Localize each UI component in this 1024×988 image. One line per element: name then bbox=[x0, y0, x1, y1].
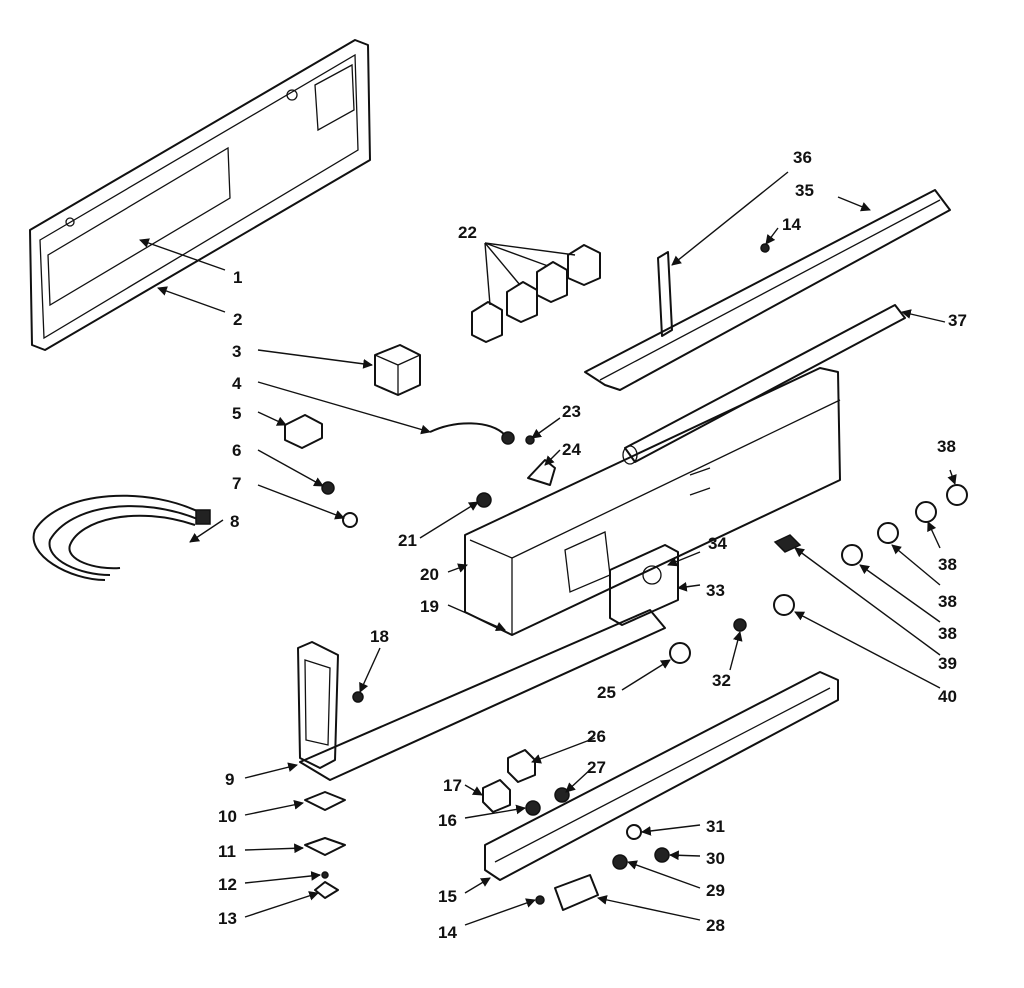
back-panel bbox=[29, 39, 371, 351]
switch-cluster bbox=[471, 244, 601, 343]
label-10: 10 bbox=[218, 807, 237, 826]
label-11: 11 bbox=[218, 842, 236, 861]
switch-block bbox=[609, 544, 679, 626]
label-4: 4 bbox=[232, 374, 242, 393]
part-12 bbox=[321, 871, 329, 879]
label-30: 30 bbox=[706, 849, 725, 868]
label-22: 22 bbox=[458, 223, 477, 242]
label-28: 28 bbox=[706, 916, 725, 935]
screw-14a bbox=[760, 243, 770, 253]
label-9: 9 bbox=[225, 770, 234, 789]
label-20: 20 bbox=[420, 565, 439, 584]
knob-40 bbox=[773, 594, 795, 616]
label-14a: 14 bbox=[782, 215, 801, 234]
switch-17 bbox=[482, 779, 511, 813]
label-38c: 38 bbox=[938, 592, 957, 611]
label-23: 23 bbox=[562, 402, 581, 421]
label-5: 5 bbox=[232, 404, 241, 423]
switch bbox=[284, 414, 323, 449]
terminal-block-28 bbox=[554, 874, 599, 911]
wire-lead bbox=[429, 422, 506, 436]
knob-38c bbox=[877, 522, 899, 544]
bushing-29 bbox=[612, 854, 628, 870]
label-13: 13 bbox=[218, 909, 237, 928]
label-2: 2 bbox=[233, 310, 242, 329]
screw-14b bbox=[535, 895, 545, 905]
nut-32 bbox=[733, 618, 747, 632]
label-38b: 38 bbox=[938, 555, 957, 574]
knob-38b bbox=[915, 501, 937, 523]
wire-terminal bbox=[501, 431, 515, 445]
label-39: 39 bbox=[938, 654, 957, 673]
label-24: 24 bbox=[562, 440, 581, 459]
label-31: 31 bbox=[706, 817, 725, 836]
knob-38d bbox=[841, 544, 863, 566]
label-38a: 38 bbox=[937, 437, 956, 456]
leader-lines bbox=[139, 171, 957, 926]
bushing-7 bbox=[342, 512, 358, 528]
nut-6 bbox=[321, 481, 335, 495]
knob-25 bbox=[669, 642, 691, 664]
label-33: 33 bbox=[706, 581, 725, 600]
label-1: 1 bbox=[233, 268, 242, 287]
clip-13 bbox=[314, 881, 339, 899]
washer-31 bbox=[626, 824, 642, 840]
knob-21 bbox=[476, 492, 492, 508]
lower-rail bbox=[484, 671, 839, 881]
label-7: 7 bbox=[232, 474, 241, 493]
label-35: 35 bbox=[795, 181, 814, 200]
bushing-27 bbox=[554, 787, 570, 803]
label-27: 27 bbox=[587, 758, 606, 777]
label-3: 3 bbox=[232, 342, 241, 361]
screw-18 bbox=[352, 691, 364, 703]
upper-trim bbox=[584, 189, 951, 391]
clip-39 bbox=[773, 534, 802, 553]
label-34: 34 bbox=[708, 534, 727, 553]
label-38d: 38 bbox=[938, 624, 957, 643]
nut-30 bbox=[654, 847, 670, 863]
switch-26 bbox=[507, 749, 536, 783]
clip-24 bbox=[527, 459, 556, 486]
plate-11 bbox=[304, 837, 346, 856]
label-15: 15 bbox=[438, 887, 457, 906]
label-25: 25 bbox=[597, 683, 616, 702]
label-36: 36 bbox=[793, 148, 812, 167]
label-32: 32 bbox=[712, 671, 731, 690]
label-18: 18 bbox=[370, 627, 389, 646]
relay bbox=[374, 344, 421, 396]
post-36 bbox=[657, 251, 673, 337]
label-6: 6 bbox=[232, 441, 241, 460]
label-26: 26 bbox=[587, 727, 606, 746]
label-14b: 14 bbox=[438, 923, 457, 942]
nut-16 bbox=[525, 800, 541, 816]
label-21: 21 bbox=[398, 531, 417, 550]
label-40: 40 bbox=[938, 687, 957, 706]
label-8: 8 bbox=[230, 512, 239, 531]
label-37: 37 bbox=[948, 311, 967, 330]
label-16: 16 bbox=[438, 811, 457, 830]
label-17: 17 bbox=[443, 776, 462, 795]
label-29: 29 bbox=[706, 881, 725, 900]
plate-10 bbox=[304, 791, 346, 811]
knob-38a bbox=[946, 484, 968, 506]
label-12: 12 bbox=[218, 875, 237, 894]
base-channel bbox=[299, 609, 666, 781]
callout-labels: 1 2 3 4 5 6 7 8 9 10 11 12 13 14 15 16 1… bbox=[218, 148, 967, 942]
wire-harness bbox=[32, 494, 211, 581]
side-bracket bbox=[297, 641, 339, 769]
label-19: 19 bbox=[420, 597, 439, 616]
